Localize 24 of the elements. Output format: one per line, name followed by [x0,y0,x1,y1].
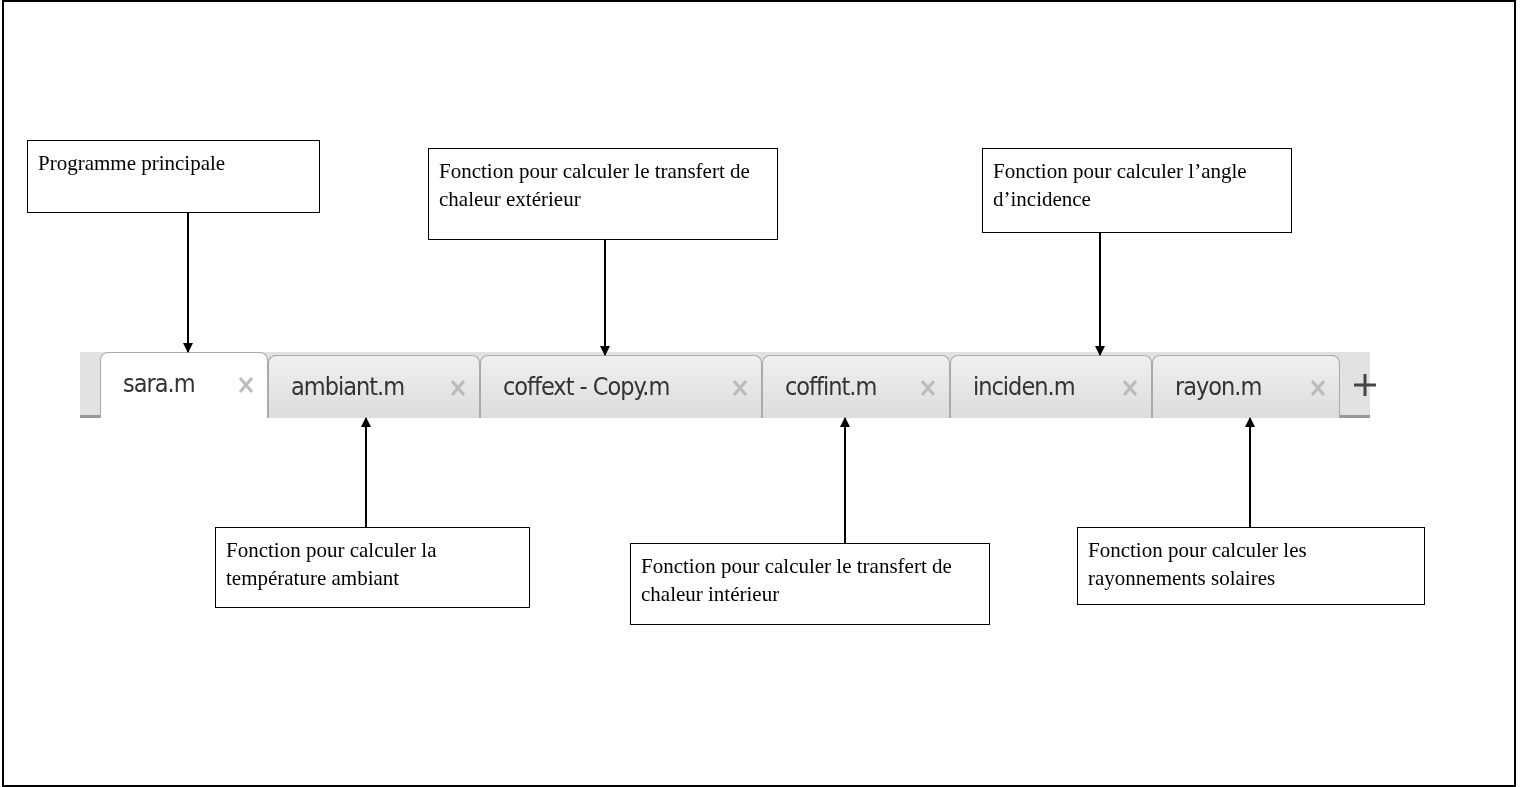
callout-box: Fonction pour calculer le transfert de chaleur intérieur [630,543,990,625]
arrow [183,212,193,353]
callout-box: Fonction pour calculer l’angle d’incidence [982,148,1292,233]
callout-box: Fonction pour calculer la température ambiant [215,527,530,608]
tab-title: coffint.m [785,372,877,401]
tab-title: coffext - Copy.m [503,372,670,401]
tab [762,355,950,418]
arrow [600,239,610,356]
arrow [1095,232,1105,356]
tab [950,355,1152,418]
tab-title: ambiant.m [291,372,405,401]
tab-title: rayon.m [1175,372,1262,401]
tab-title: sara.m [123,369,195,398]
callout-box: Fonction pour calculer les rayonnements solaires [1077,527,1425,605]
callout-box: Programme principale [27,140,320,213]
tab-title: inciden.m [973,372,1075,401]
tab [480,355,762,418]
arrow [361,417,371,528]
callout-box: Fonction pour calculer le transfert de chaleur extérieur [428,148,778,240]
arrow [1245,417,1255,528]
arrow [840,417,850,544]
tab [100,352,268,418]
tab [268,355,480,418]
tab [1152,355,1340,418]
